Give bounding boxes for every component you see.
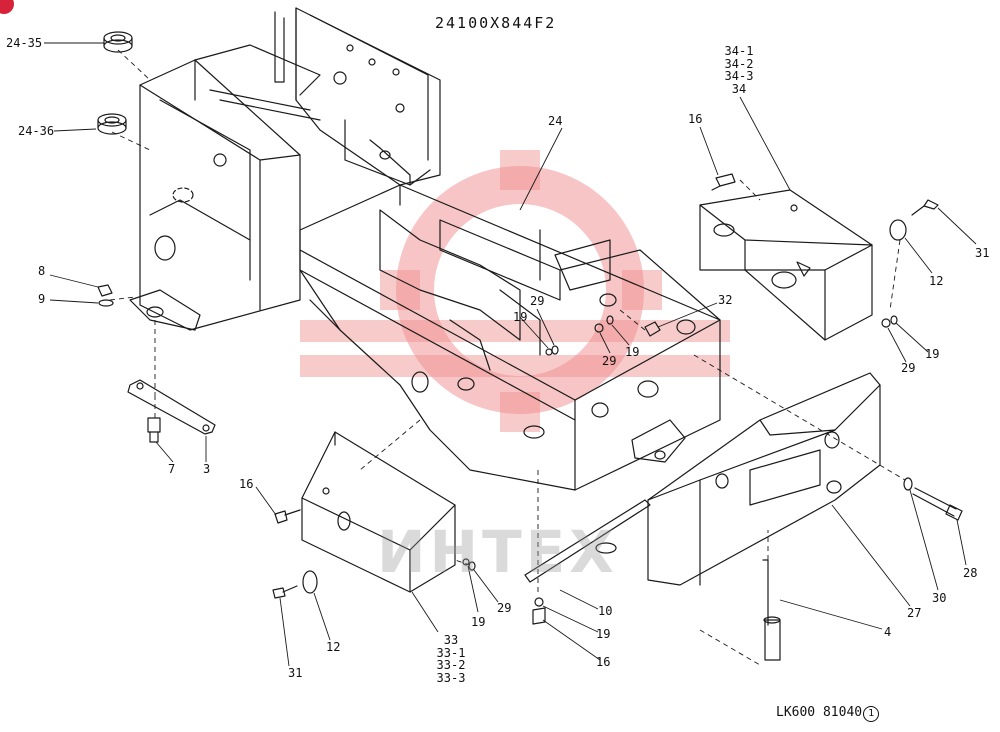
- callout-stack-34: 34-1 34-2 34-3 34: [722, 45, 756, 95]
- counterweight-27: [647, 372, 881, 586]
- nut-29-19-middle: [545, 315, 614, 356]
- callout-16-top: 16: [688, 112, 703, 126]
- corner-badge: [0, 0, 14, 14]
- callout-19-left: 19: [471, 615, 486, 629]
- frame-bracket: [631, 419, 686, 463]
- battery-box-33: [301, 431, 456, 593]
- callout-30: 30: [932, 591, 947, 605]
- bolt-28: [903, 477, 963, 521]
- callout-12-right: 12: [929, 274, 944, 288]
- callout-29-right: 29: [901, 361, 916, 375]
- callout-29-left: 29: [497, 601, 512, 615]
- bottom-strip-10: [524, 499, 651, 583]
- stack-34-line: 34: [731, 81, 747, 96]
- callout-32: 32: [718, 293, 733, 307]
- left-housing: [129, 44, 321, 331]
- stack-33-line: 33-1: [436, 645, 466, 660]
- callout-29-upper: 29: [530, 294, 545, 308]
- stack-34-line: 34-2: [724, 56, 754, 71]
- callout-31-left: 31: [288, 666, 303, 680]
- callout-10: 10: [598, 604, 613, 618]
- callout-27: 27: [907, 606, 922, 620]
- bushing-24-35: [103, 31, 133, 53]
- drawing-title: 24100X844F2: [435, 14, 557, 32]
- callout-16-left: 16: [239, 477, 254, 491]
- callout-3: 3: [203, 462, 211, 476]
- bolt-31-left: [272, 585, 298, 599]
- leader-lines: [44, 42, 977, 667]
- callout-4: 4: [884, 625, 892, 639]
- callout-12-left: 12: [326, 640, 341, 654]
- callout-19-bottom: 19: [596, 627, 611, 641]
- callout-24: 24: [548, 114, 563, 128]
- stack-34-line: 34-1: [724, 44, 754, 58]
- drawing-code-text: LK600 81040: [776, 705, 863, 720]
- callout-28: 28: [963, 566, 978, 580]
- cover-plate-12-left: [302, 570, 318, 594]
- callout-7: 7: [168, 462, 176, 476]
- stack-33-line: 33-3: [436, 670, 466, 685]
- callout-24-35: 24-35: [6, 36, 43, 50]
- stack-33-line: 33: [443, 633, 459, 647]
- bolt-16-top: [711, 173, 736, 191]
- bushing-24-36: [97, 113, 127, 135]
- callout-31-right: 31: [975, 246, 990, 260]
- bolt-31-right: [911, 199, 939, 216]
- callout-19-upper: 19: [513, 310, 528, 324]
- callout-8: 8: [38, 264, 46, 278]
- callout-19-right: 19: [925, 347, 940, 361]
- stack-33-line: 33-2: [436, 658, 466, 672]
- callout-24-36: 24-36: [18, 124, 55, 138]
- nut-32: [644, 321, 661, 337]
- callout-29-mid: 29: [602, 354, 617, 368]
- battery-box-34: [699, 189, 873, 341]
- cover-plate-12-right: [889, 219, 907, 241]
- nut-29-19-left: [462, 558, 476, 571]
- upper-plate: [274, 7, 441, 186]
- bolt-16-left: [274, 509, 301, 524]
- washer-8-9: [97, 284, 164, 318]
- callout-9: 9: [38, 292, 46, 306]
- assembly-lines: [109, 49, 906, 666]
- bolt-16-bottom: [532, 597, 546, 625]
- watermark-text: ИНТЕХ: [377, 518, 618, 586]
- pin-4: [762, 559, 781, 661]
- watermark-logo: [300, 150, 730, 432]
- link-bar: [127, 379, 216, 443]
- revision-circle: 1: [863, 706, 880, 722]
- callout-16-bottom: 16: [596, 655, 611, 669]
- callout-19-mid: 19: [625, 345, 640, 359]
- callout-stack-33: 33 33-1 33-2 33-3: [433, 634, 469, 684]
- nut-29-19-right: [881, 315, 898, 328]
- stack-34-line: 34-3: [724, 69, 754, 83]
